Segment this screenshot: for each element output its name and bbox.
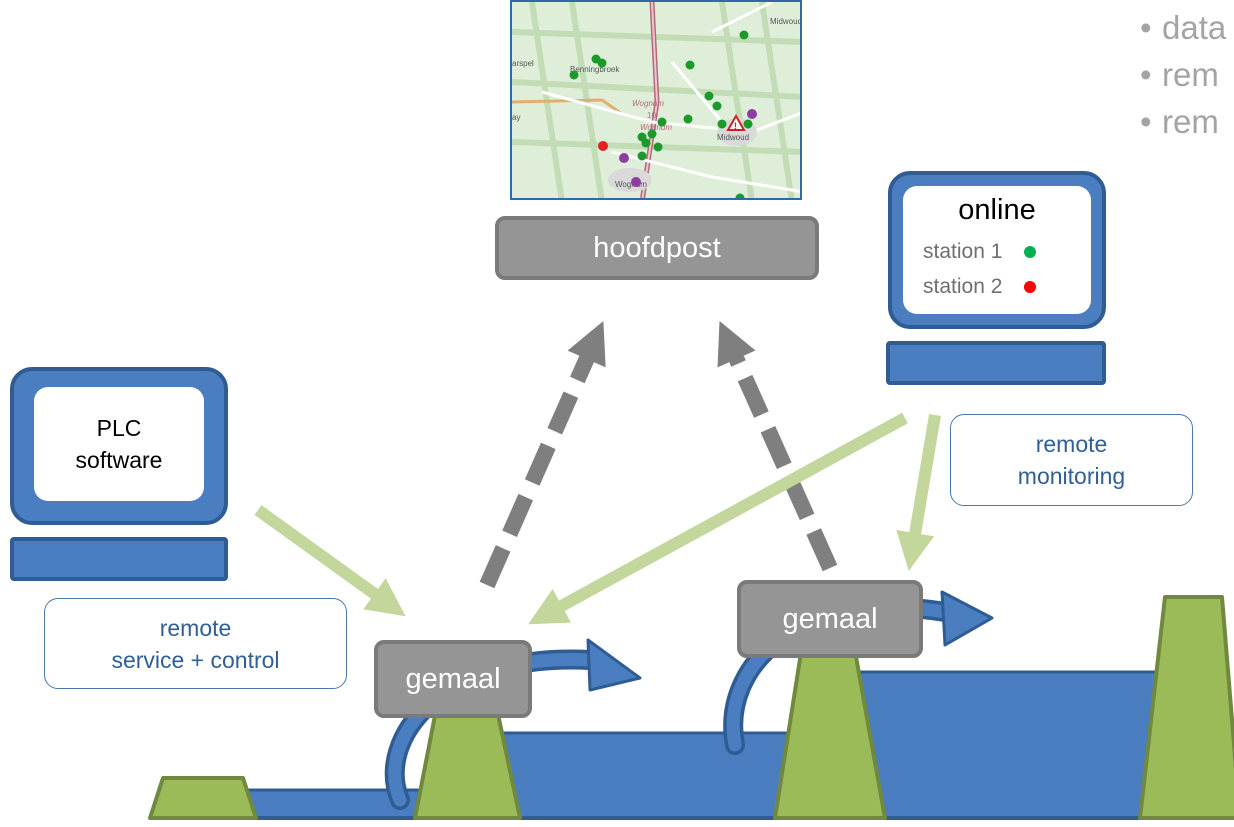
gemaal-node-right: gemaal: [737, 580, 923, 658]
station-2-label: station 2: [923, 275, 1003, 298]
water-middle: [488, 731, 802, 820]
online-title: online: [958, 194, 1036, 226]
dam-small: [148, 776, 258, 820]
map-label-midwoud: Midwoud: [717, 133, 749, 142]
gemaal-right-label: gemaal: [782, 602, 878, 635]
map-label-wognum: Wognum: [615, 180, 647, 189]
feature-bullet-list: data rem rem: [1140, 4, 1226, 145]
warning-triangle-icon: !: [726, 113, 746, 131]
station-1-status-dot: [1024, 246, 1037, 258]
gemaal-node-left: gemaal: [374, 640, 532, 718]
map-label-wognum-road: Wognum: [632, 99, 664, 108]
plc-monitor: PLC software: [10, 367, 228, 525]
monitoring-arrow-left: [528, 412, 908, 625]
map-label-benningbroek: Benningbroek: [570, 65, 620, 74]
remote-service-line-2: service + control: [111, 646, 280, 673]
svg-text:!: !: [734, 121, 737, 131]
remote-service-callout: remote service + control: [44, 598, 347, 689]
remote-monitoring-line-2: monitoring: [1017, 463, 1126, 489]
remote-monitoring-callout: remote monitoring: [950, 414, 1193, 506]
map-thumbnail: Midwoud arspel Benningbroek Wognum 10 Wo…: [510, 0, 802, 200]
dam-right: [1138, 595, 1234, 820]
remote-monitoring-line-1: remote: [1035, 431, 1108, 457]
service-arrow: [254, 505, 406, 617]
bullet-item: rem: [1140, 98, 1226, 145]
hoofdpost-node: hoofdpost: [495, 216, 819, 280]
hoofdpost-label: hoofdpost: [593, 231, 721, 264]
map-label-arspel: arspel: [512, 59, 534, 68]
plc-line-1: PLC: [96, 415, 142, 441]
dam-middle: [773, 638, 887, 820]
bullet-item: data: [1140, 4, 1226, 51]
station-row-1: station 1: [923, 240, 1037, 264]
online-monitor: online station 1 station 2: [888, 171, 1106, 329]
bullet-item: rem: [1140, 51, 1226, 98]
map-station-dots: [569, 30, 757, 198]
map-label-ay: ay: [512, 113, 520, 122]
data-link-right: [717, 321, 838, 572]
station-2-status-dot: [1024, 281, 1037, 293]
plc-monitor-base: [10, 537, 228, 581]
online-monitor-base: [886, 341, 1106, 385]
plc-line-2: software: [75, 447, 163, 473]
station-row-2: station 2: [923, 275, 1037, 299]
monitoring-arrow-right: [896, 414, 941, 571]
map-label-wognum-road-2: Wognum: [640, 123, 672, 132]
remote-service-line-1: remote: [159, 614, 232, 641]
data-link-left: [479, 320, 606, 589]
station-1-label: station 1: [923, 240, 1003, 263]
map-label-midwoud-top: Midwoud: [770, 17, 802, 26]
plc-monitor-screen: PLC software: [34, 387, 204, 501]
gemaal-left-label: gemaal: [405, 662, 501, 695]
online-monitor-screen: online station 1 station 2: [903, 186, 1091, 314]
water-high: [853, 670, 1177, 820]
map-label-road-number: 10: [647, 111, 656, 120]
